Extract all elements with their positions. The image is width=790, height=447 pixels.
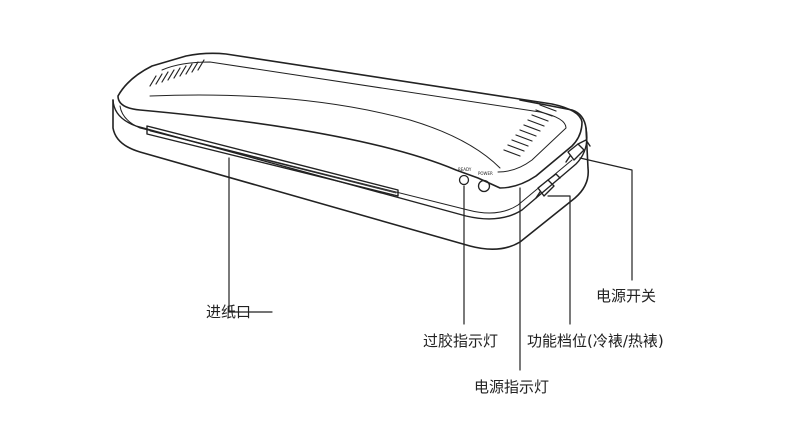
paper-feed-slot <box>146 125 399 197</box>
machine-cover-inner <box>161 61 567 173</box>
function-mode-label: 功能档位(冷裱/热裱) <box>527 332 664 350</box>
machine-rim-inner <box>119 105 573 214</box>
power-indicator-light: POWER <box>477 171 493 193</box>
svg-text:POWER: POWER <box>478 171 493 176</box>
machine-rim <box>112 99 588 220</box>
right-vent <box>503 104 557 157</box>
power-switch-label: 电源开关 <box>596 287 657 305</box>
svg-text:READY: READY <box>458 167 472 172</box>
machine-cover <box>117 52 583 189</box>
mode-switch <box>535 173 561 199</box>
leader-paper-inlet <box>228 157 273 313</box>
leader-mode-switch <box>547 195 571 325</box>
power-indicator-label: 电源指示灯 <box>474 378 550 396</box>
paper-inlet-label: 进纸口 <box>206 303 252 321</box>
cover-ridge <box>149 94 501 169</box>
laminating-indicator-label: 过胶指示灯 <box>423 332 499 350</box>
leader-lines <box>228 157 633 371</box>
machine-base <box>112 99 590 250</box>
leader-power-switch <box>579 157 633 281</box>
laminating-indicator-light: READY <box>458 167 472 186</box>
left-vent <box>149 59 205 87</box>
power-switch <box>565 139 591 163</box>
